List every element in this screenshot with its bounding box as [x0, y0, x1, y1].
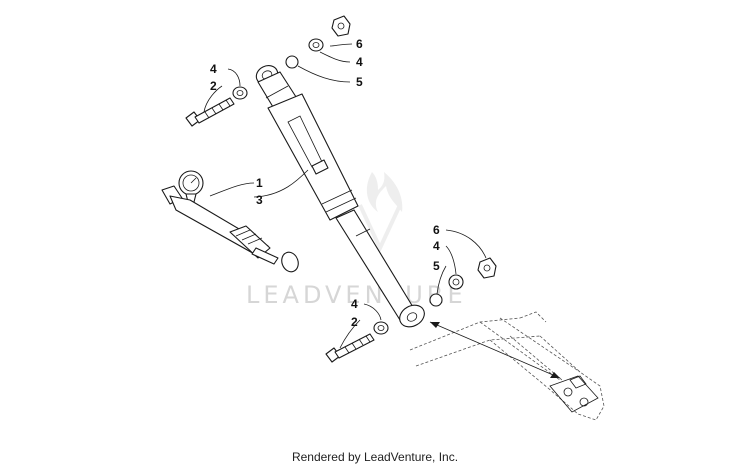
footer-credit: Rendered by LeadVenture, Inc.: [291, 450, 459, 464]
callouts-top-right: 6 4 5: [356, 37, 363, 89]
bushing-lower-right: [448, 274, 464, 290]
callout-1: 1: [256, 176, 263, 190]
callout-3: 3: [256, 193, 263, 207]
nut-lower: [477, 257, 497, 279]
callout-4-lower-left: 4: [351, 297, 358, 311]
nut-upper: [331, 15, 351, 37]
bolt-upper: [185, 97, 235, 127]
callouts-top-left: 4 2: [210, 62, 217, 93]
spacer-lower: [429, 293, 443, 307]
callout-6-upper: 6: [356, 37, 363, 51]
watermark-text: LEADVENTURE: [246, 281, 467, 309]
callout-2-upper: 2: [210, 79, 217, 93]
watermark-logo: [358, 172, 403, 253]
installation-arrow: [429, 321, 561, 379]
bushing-upper-left: [232, 86, 248, 100]
callouts-bottom: 4 2: [351, 297, 358, 329]
callout-4-lower-right: 4: [433, 239, 440, 253]
air-gauge-tool: [161, 170, 299, 273]
callouts-middle: 1 3: [256, 176, 263, 207]
callout-5-upper: 5: [356, 75, 363, 89]
bushing-lower-left: [373, 321, 389, 335]
callout-2-lower: 2: [351, 315, 358, 329]
spacer-upper: [285, 55, 299, 69]
callout-5-lower: 5: [433, 259, 440, 273]
shock-absorber: [255, 65, 425, 328]
leader-lines: [203, 43, 487, 349]
callout-4-upper-right: 4: [356, 55, 363, 69]
callout-6-lower: 6: [433, 223, 440, 237]
bolt-lower: [325, 333, 375, 363]
callouts-lower-right: 6 4 5: [433, 223, 440, 273]
callout-4-upper-left: 4: [210, 62, 217, 76]
a-arm-reference: [409, 311, 605, 421]
bushing-upper-right: [308, 38, 324, 52]
